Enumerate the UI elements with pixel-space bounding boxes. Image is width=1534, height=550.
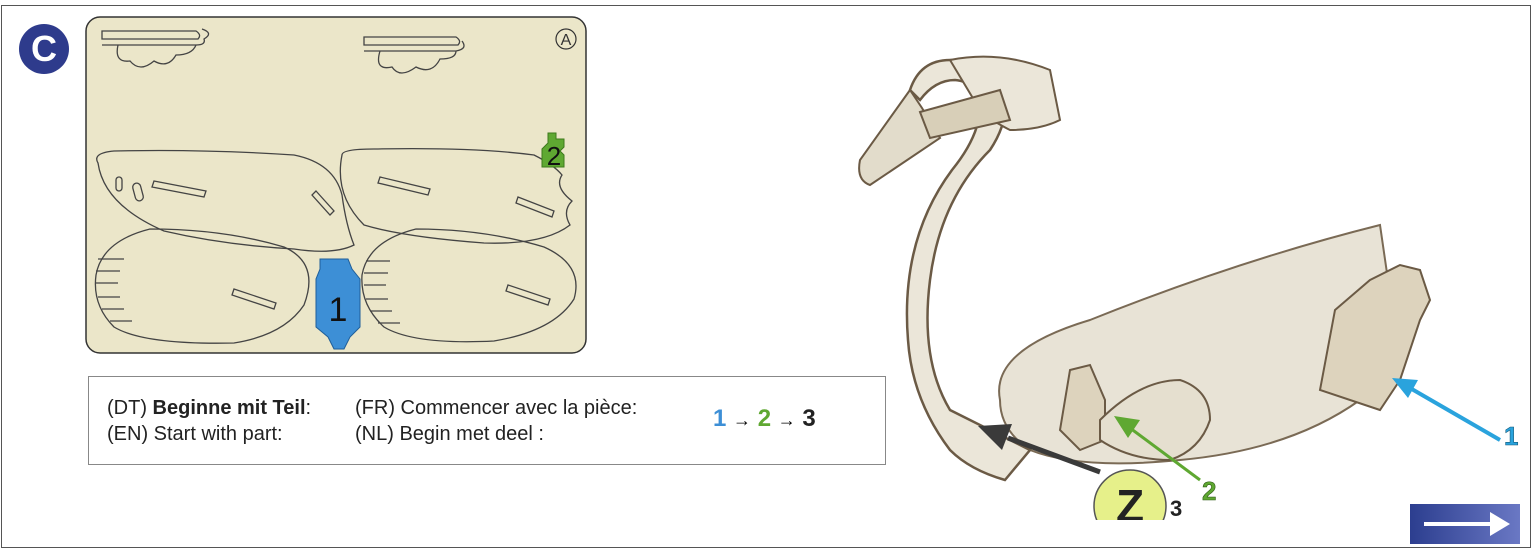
instruction-nl: (NL) Begin met deel : — [355, 423, 544, 446]
instruction-fr: (FR) Commencer avec la pièce: — [355, 397, 637, 420]
next-arrow-icon[interactable] — [1410, 504, 1520, 544]
step-badge: C — [19, 24, 69, 74]
part-1-label: 1 — [329, 291, 348, 329]
instruction-de: (DT) Beginne mit Teil: — [107, 397, 311, 420]
swan-assembly-illustration: 1 2 Z 3 — [840, 20, 1530, 520]
arrow-1-icon — [1392, 378, 1500, 440]
parts-sheet: A 1 2 — [84, 15, 590, 357]
sequence-step-1: 1 — [713, 405, 726, 432]
sequence-step-2: 2 — [758, 405, 771, 432]
swan-beak — [859, 90, 940, 185]
step-3-label: 3 — [1170, 496, 1182, 520]
instruction-en: (EN) Start with part: — [107, 423, 283, 446]
instruction-box: (DT) Beginne mit Teil: (EN) Start with p… — [88, 376, 886, 465]
part-z-label: Z — [1116, 480, 1144, 520]
arrow-1-label: 1 — [1504, 421, 1518, 451]
part-sequence: 1 → 2 → 3 — [713, 405, 816, 433]
sequence-arrow-icon: → — [778, 410, 796, 430]
sequence-arrow-icon: → — [733, 410, 751, 430]
arrow-2-label: 2 — [1202, 476, 1216, 506]
sequence-step-3: 3 — [802, 405, 815, 432]
sheet-label: A — [561, 32, 572, 49]
part-2-label: 2 — [547, 141, 561, 171]
